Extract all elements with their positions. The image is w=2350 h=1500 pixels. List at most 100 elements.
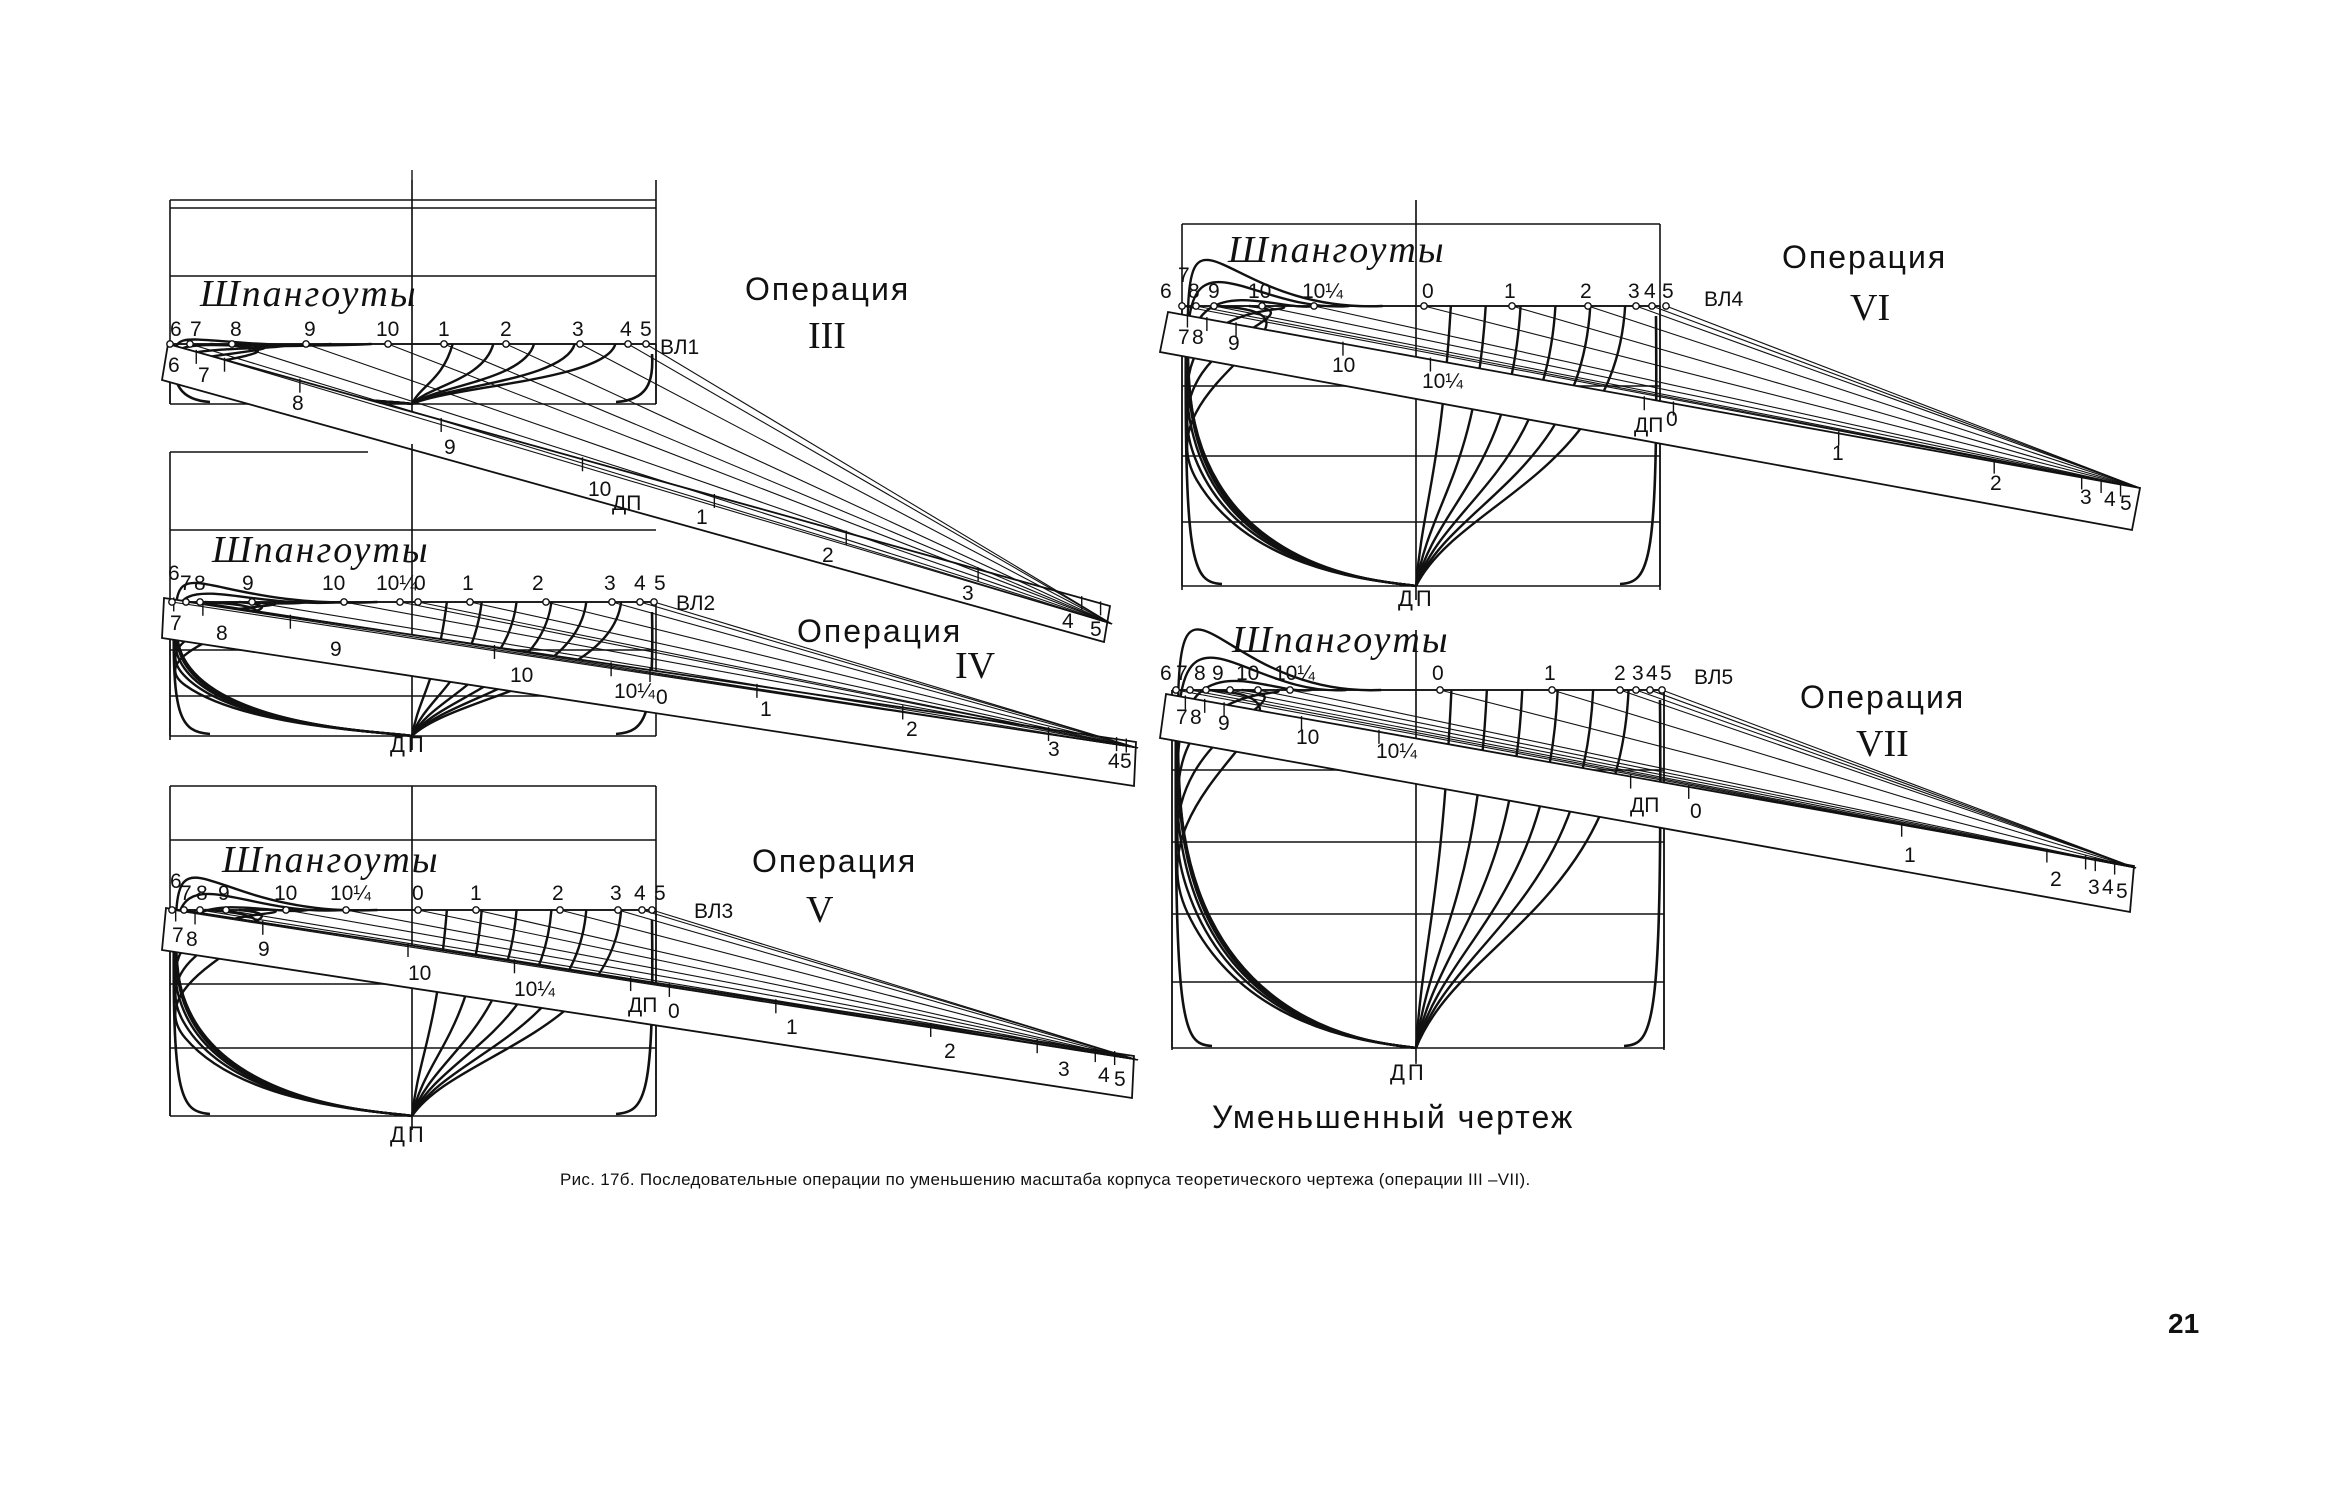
op3-top-station-7: 7: [190, 318, 202, 341]
op6-top-station-10q: 10¼: [1302, 280, 1343, 303]
op6-station-dot-8: [1632, 302, 1640, 310]
op3-waterline-label: ВЛ1: [660, 336, 699, 359]
op5-strip-station-7: 7: [172, 924, 184, 947]
op3-strip-station-2: 2: [822, 544, 834, 567]
op4-ray-11: [653, 601, 1139, 749]
op5-strip-station-5: 5: [1114, 1068, 1126, 1091]
op5-ray-9: [617, 909, 1139, 1061]
op4-station-dot-6: [414, 598, 422, 606]
op7-ray-5: [1289, 689, 2137, 869]
op7-top-station-7: 7: [1176, 662, 1188, 685]
op6-ray-8: [1635, 305, 2141, 489]
op3-ray-0: [169, 343, 1113, 625]
op6-station-dot-5: [1420, 302, 1428, 310]
op4-ray-7: [469, 601, 1139, 749]
op3-top-station-8: 8: [230, 318, 242, 341]
op7-ray-10: [1649, 689, 2137, 869]
op4-strip-station-0: 0: [656, 686, 668, 709]
op5-station-dot-10: [638, 906, 646, 914]
op5-top-station-10: 10: [274, 882, 297, 905]
op7-station-dot-0: [1172, 686, 1180, 694]
op7-frames-label: Шпангоуты: [1231, 619, 1450, 661]
op7-top-station-10q: 10¼: [1274, 662, 1315, 685]
op7-station-dot-5: [1286, 686, 1294, 694]
op3-hull-bow-section-0: [410, 343, 454, 405]
op6-top-station-2: 2: [1580, 280, 1592, 303]
op4-hull-bow-section-1: [410, 601, 483, 737]
op6-top-station-5: 5: [1662, 280, 1674, 303]
op7-top-station-10: 10: [1236, 662, 1259, 685]
op6-top-station-0: 0: [1422, 280, 1434, 303]
op6-top-station-10: 10: [1248, 280, 1271, 303]
op4-strip-station-3: 3: [1048, 738, 1060, 761]
op5-top-station-2: 2: [552, 882, 564, 905]
op4-station-dot-10: [636, 598, 644, 606]
op5-station-dot-7: [472, 906, 480, 914]
op6-top-station-9: 9: [1208, 280, 1220, 303]
op3-ray-5: [443, 343, 1113, 625]
op6-top-station-8: 8: [1188, 280, 1200, 303]
op5-top-station-8: 8: [196, 882, 208, 905]
op7-ray-3: [1229, 689, 2137, 869]
op3-strip-station-6: 6: [168, 354, 180, 377]
op6-strip-station-2: 2: [1990, 472, 2002, 495]
op4-strip-station-8: 8: [216, 622, 228, 645]
op5-top-station-6: 6: [170, 870, 182, 893]
op5-station-dot-0: [168, 906, 176, 914]
op5-strip-station-10: 10: [408, 962, 431, 985]
op6-strip-station-10: 10: [1332, 354, 1355, 377]
reduced-drawing-label: Уменьшенный чертеж: [1212, 1099, 1574, 1135]
op3-station-dot-0: [166, 340, 174, 348]
op5-ray-5: [345, 909, 1139, 1061]
op4-ray-4: [343, 601, 1139, 749]
op5-top-station-3: 3: [610, 882, 622, 905]
op4-top-station-9: 9: [242, 572, 254, 595]
op6-ray-4: [1313, 305, 2141, 489]
op7-strip: [1158, 692, 2135, 914]
op3-strip-dp: ДП: [612, 492, 641, 515]
op3-top-station-1: 1: [438, 318, 450, 341]
op5-top-station-5: 5: [654, 882, 666, 905]
op6-numeral: VI: [1850, 287, 1890, 329]
op5-strip-station-9: 9: [258, 938, 270, 961]
op3-title: Операция: [745, 271, 910, 307]
op7-strip-station-4: 4: [2102, 876, 2114, 899]
figure-caption: Рис. 17б. Последовательные операции по у…: [560, 1170, 1531, 1189]
op5-hull-bow-section-5: [411, 909, 623, 1117]
op7-strip-dp: ДП: [1630, 794, 1659, 817]
op7-centerline-label: ДП: [1390, 1060, 1427, 1085]
op7-station-dot-2: [1202, 686, 1210, 694]
op7-hull-stern-outline: [1174, 699, 1213, 1048]
op7-strip-station-5: 5: [2116, 880, 2128, 903]
op4-station-dot-4: [340, 598, 348, 606]
op7-strip-station-10: 10: [1296, 726, 1319, 749]
op7-station-dot-4: [1254, 686, 1262, 694]
op4-station-dot-8: [542, 598, 550, 606]
op5-hull-bow-section-1: [410, 909, 483, 1117]
op7-station-dot-6: [1436, 686, 1444, 694]
op6-strip-station-9: 9: [1228, 332, 1240, 355]
op7-strip-station-3: 3: [2088, 876, 2100, 899]
op4-centerline-label: ДП: [390, 732, 427, 757]
op3-top-station-5: 5: [640, 318, 652, 341]
op7-top-station-8: 8: [1194, 662, 1206, 685]
op4-station-dot-0: [168, 598, 176, 606]
op7-strip-station-9: 9: [1218, 712, 1230, 735]
op3-ray-3: [305, 343, 1113, 625]
op5-ray-2: [199, 909, 1139, 1061]
op3-strip-station-3: 3: [962, 582, 974, 605]
op7-station-dot-8: [1616, 686, 1624, 694]
op7-strip-station-0: 0: [1690, 800, 1702, 823]
op5-strip-station-10q: 10¼: [514, 978, 555, 1001]
op3-hull-bow-section-1: [411, 343, 495, 405]
op5-frames-label: Шпангоуты: [221, 839, 440, 881]
op4-ray-8: [545, 601, 1139, 749]
op3-strip-station-9: 9: [444, 436, 456, 459]
op7-top-station-2: 2: [1614, 662, 1626, 685]
op3-frames-label: Шпангоуты: [199, 273, 418, 315]
op3-hull-bow-section-4: [411, 343, 617, 406]
op6-hull-stern-section-0: [1186, 258, 1417, 588]
op6-ray-3: [1261, 305, 2141, 489]
op6-ray-1: [1195, 305, 2141, 489]
op3-hull-bow-outline: [615, 353, 654, 404]
